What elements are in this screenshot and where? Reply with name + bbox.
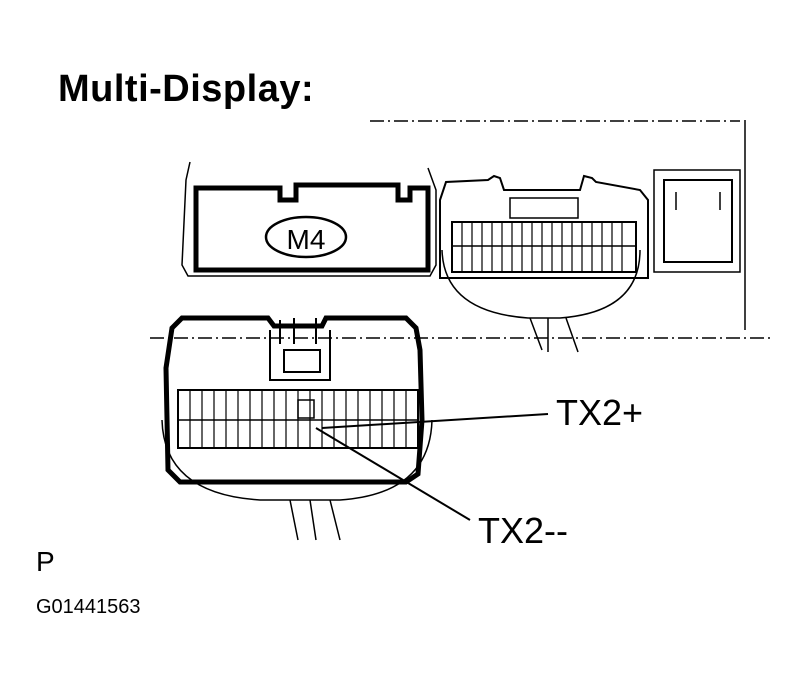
tx2-minus-leader bbox=[315, 427, 471, 521]
m4-connector-label: M4 bbox=[287, 224, 326, 255]
m4-connector bbox=[181, 161, 437, 277]
figure-id: G01441563 bbox=[36, 596, 141, 618]
tx2-plus-leader bbox=[321, 413, 549, 429]
diagram-title: Multi-Display: bbox=[58, 68, 315, 110]
tx2-plus-label: TX2+ bbox=[556, 392, 644, 433]
m4-label-oval bbox=[264, 215, 348, 259]
vehicle-code: P bbox=[36, 546, 55, 577]
main-lower-connector bbox=[161, 315, 433, 541]
right-small-connector bbox=[653, 169, 741, 273]
tx2-minus-label: TX2-- bbox=[478, 510, 568, 551]
mid-upper-connector bbox=[439, 174, 649, 353]
